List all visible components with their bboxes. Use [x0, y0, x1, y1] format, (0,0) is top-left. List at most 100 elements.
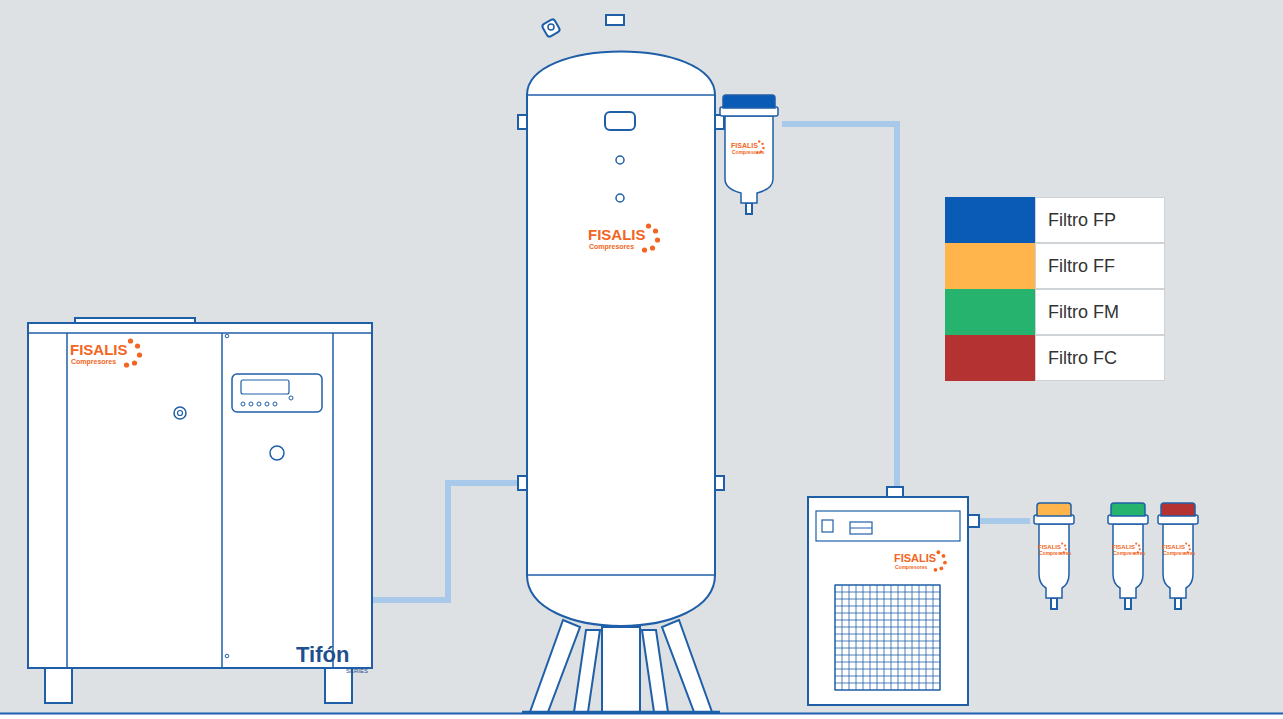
grille-line — [835, 606, 940, 607]
logo-subtext: Compresores — [1039, 551, 1071, 556]
filter-drain — [1125, 598, 1131, 609]
logo-subtext: Compresores — [1163, 551, 1195, 556]
grille-line — [835, 620, 940, 621]
gauge-port — [616, 194, 624, 202]
logo-dot — [1138, 545, 1140, 547]
logo-text: FISALIS — [1038, 544, 1061, 550]
grille-line — [856, 585, 857, 690]
logo-dot — [762, 147, 764, 149]
air-dryer: FISALISCompresores — [808, 487, 980, 705]
grille-line — [877, 585, 878, 690]
legend-row: Filtro FP — [945, 197, 1165, 243]
filter-bowl — [1113, 524, 1143, 598]
panel-line — [221, 333, 223, 668]
grille-line — [835, 669, 940, 670]
side-nozzle — [518, 115, 527, 129]
legend-swatch — [945, 335, 1035, 381]
lock — [174, 407, 186, 419]
lock — [178, 411, 183, 416]
indicator-line — [850, 528, 872, 529]
switch — [822, 520, 833, 532]
logo-dot — [655, 237, 660, 242]
filter-fp: FISALISCompresores — [716, 92, 782, 217]
legend-row: Filtro FM — [945, 289, 1165, 335]
logo-dot — [939, 566, 943, 570]
inspection-window — [605, 112, 635, 130]
side-nozzle — [715, 476, 724, 490]
button — [273, 402, 277, 406]
grille-line — [933, 585, 934, 690]
legend-text: Filtro FM — [1048, 302, 1119, 323]
filter-fm: FISALISCompresores — [1104, 500, 1152, 612]
filter-drain — [1175, 598, 1181, 609]
dryer-panel — [816, 511, 960, 541]
led — [289, 396, 293, 400]
tank-leg — [662, 620, 712, 712]
panel-line — [28, 332, 372, 334]
button — [265, 402, 269, 406]
legend-cell: Filtro FP — [1035, 197, 1165, 243]
logo-dot — [1135, 543, 1137, 545]
logo-dot — [646, 223, 651, 228]
panel-line — [66, 333, 68, 668]
grille-line — [905, 585, 906, 690]
tank-leg — [574, 630, 600, 712]
logo-dot — [1189, 548, 1191, 550]
grille-line — [926, 585, 927, 690]
grille-line — [835, 627, 940, 628]
button — [249, 402, 253, 406]
logo-subtext: SERIES — [346, 668, 368, 674]
grille-line — [835, 676, 940, 677]
grille-line — [870, 585, 871, 690]
compressor-unit: FISALISCompresoresTifónSERIES — [28, 318, 372, 705]
logo-text: FISALIS — [1162, 544, 1185, 550]
legend: Filtro FP Filtro FF Filtro FM Filtro FC — [945, 197, 1165, 381]
safety-valve — [541, 18, 560, 37]
logo-dot — [1065, 548, 1067, 550]
legend-text: Filtro FP — [1048, 210, 1116, 231]
filter-drain — [1051, 598, 1057, 609]
node-shape — [518, 15, 724, 713]
series-name: Tifón — [296, 644, 349, 666]
logo-text: FISALIS — [731, 142, 758, 149]
logo-dot — [761, 143, 763, 145]
indicator — [850, 522, 872, 534]
grille-frame — [835, 585, 940, 690]
grille-line — [835, 634, 940, 635]
seam — [527, 94, 715, 96]
grille-line — [835, 613, 940, 614]
grille-line — [835, 592, 940, 593]
node-shape — [1104, 500, 1152, 612]
floor-line — [0, 713, 1283, 715]
filter-head — [1111, 503, 1145, 516]
grille-line — [835, 683, 940, 684]
gauge-port — [616, 156, 624, 164]
filter-ff: FISALISCompresores — [1030, 500, 1078, 612]
grille-line — [863, 585, 864, 690]
tank-column — [602, 627, 640, 712]
logo-dot — [650, 245, 655, 250]
filter-fc: FISALISCompresores — [1154, 500, 1202, 612]
legend-text: Filtro FF — [1048, 256, 1115, 277]
legend-row: Filtro FF — [945, 243, 1165, 289]
ventilation-grille — [835, 585, 940, 690]
logo-dot — [137, 352, 142, 357]
dryer-housing — [808, 497, 968, 705]
grille-line — [835, 648, 940, 649]
logo-subtext: Compresores — [1113, 551, 1145, 556]
filter-head — [723, 95, 775, 108]
grille-line — [849, 585, 850, 690]
legend-row: Filtro FC — [945, 335, 1165, 381]
logo-text: FISALIS — [588, 227, 646, 242]
filter-head — [1037, 503, 1071, 516]
legend-cell: Filtro FC — [1035, 335, 1165, 381]
filter-head — [1161, 503, 1195, 516]
grille-line — [891, 585, 892, 690]
panel-line — [332, 333, 334, 668]
side-nozzle — [518, 476, 527, 490]
display — [241, 380, 289, 394]
logo-dot — [943, 561, 947, 565]
legend-swatch — [945, 243, 1035, 289]
control-panel — [232, 374, 322, 412]
logo-subtext: Compresores — [895, 565, 927, 570]
